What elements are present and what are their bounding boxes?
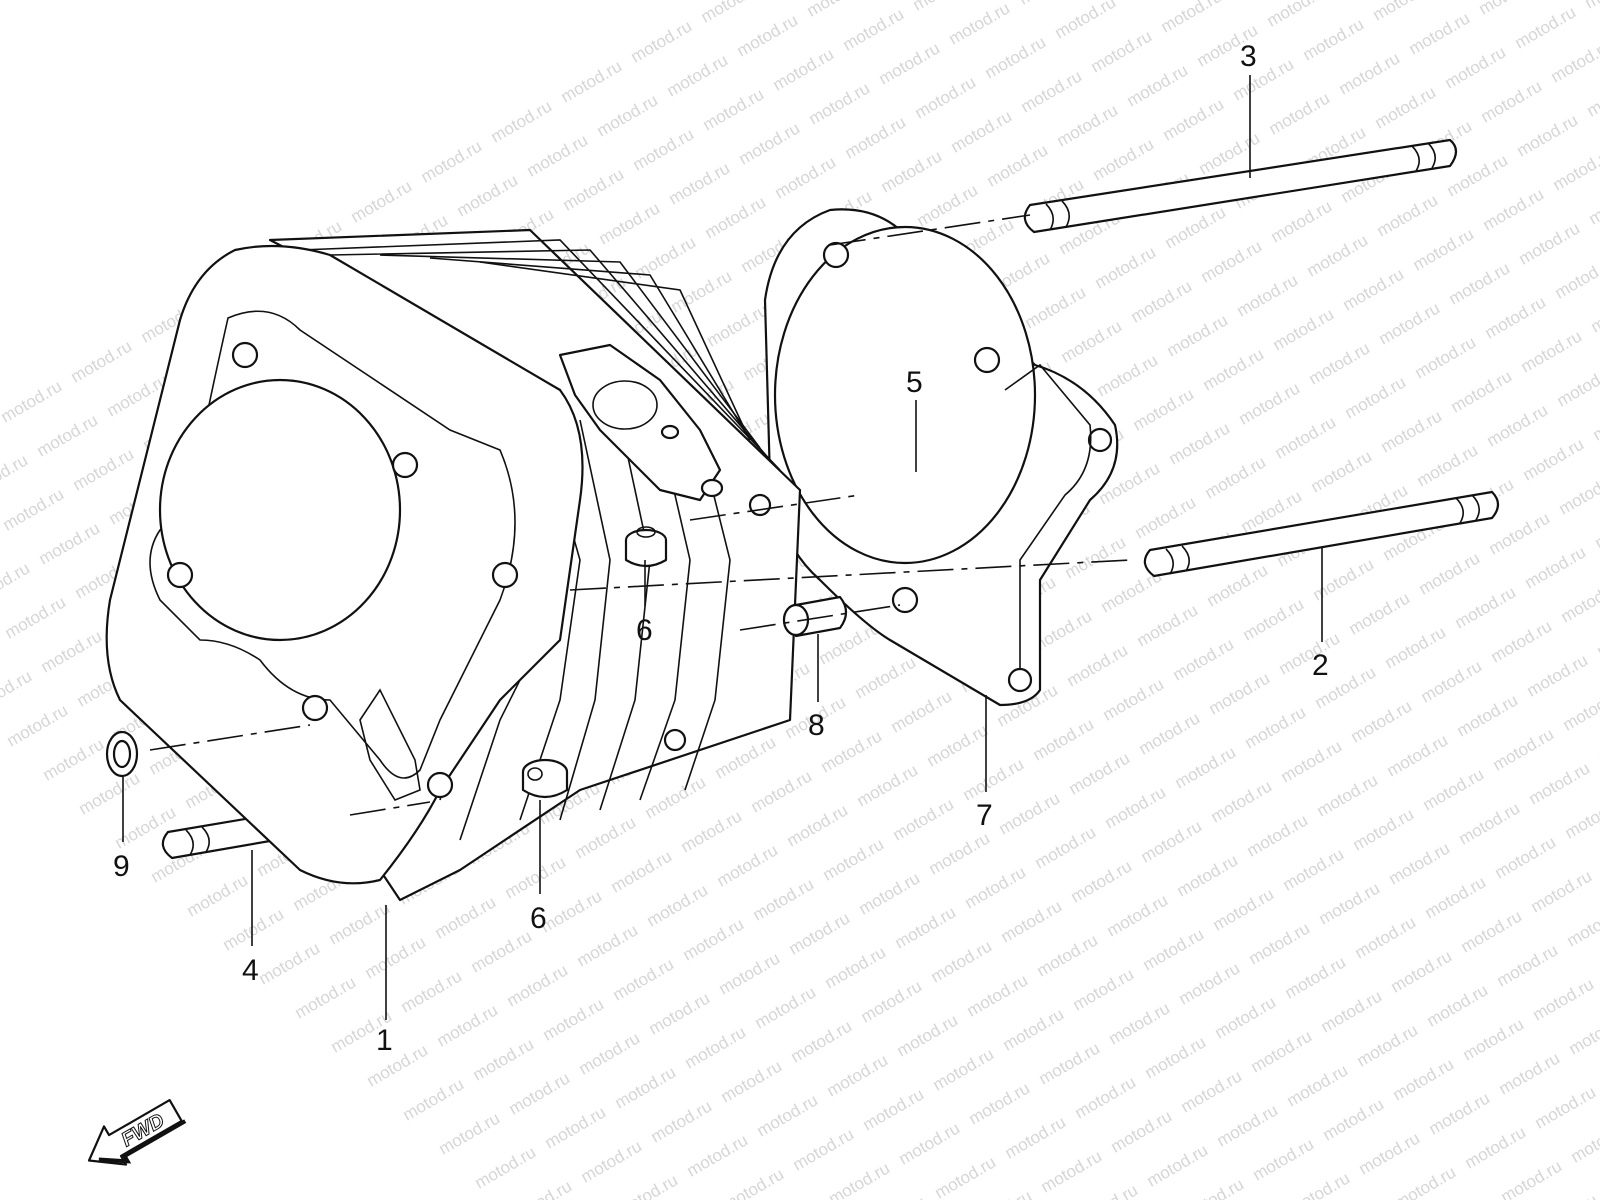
dowel-pin-upper — [624, 526, 668, 568]
stud-bolt-long-top — [1023, 138, 1458, 234]
cylinder-block — [105, 228, 802, 902]
centerline-sleeve — [739, 604, 901, 631]
callout-4: 4 — [242, 954, 259, 987]
callout-2: 2 — [1312, 649, 1329, 682]
callout-1: 1 — [376, 1024, 393, 1057]
sleeve-pipe — [782, 595, 848, 638]
stud-bolt-long-right — [1143, 490, 1500, 578]
o-ring — [105, 730, 139, 778]
callout-7: 7 — [976, 799, 993, 832]
centerline-stud-3 — [829, 214, 1031, 246]
cylinder-base-gasket — [763, 208, 1119, 707]
centerline-stud-5 — [689, 494, 861, 521]
centerline-oring — [149, 724, 311, 751]
dowel-pin-lower — [521, 758, 569, 799]
centerline-stud-2 — [569, 559, 1131, 591]
callout-8: 8 — [808, 709, 825, 742]
callout-3: 3 — [1240, 40, 1257, 73]
callout-5: 5 — [906, 366, 923, 399]
callout-6a: 6 — [636, 614, 653, 647]
fwd-direction-arrow: FWD — [87, 1099, 187, 1166]
callout-6b: 6 — [530, 902, 547, 935]
callout-9: 9 — [113, 850, 130, 883]
centerline-stud-4 — [349, 801, 431, 816]
